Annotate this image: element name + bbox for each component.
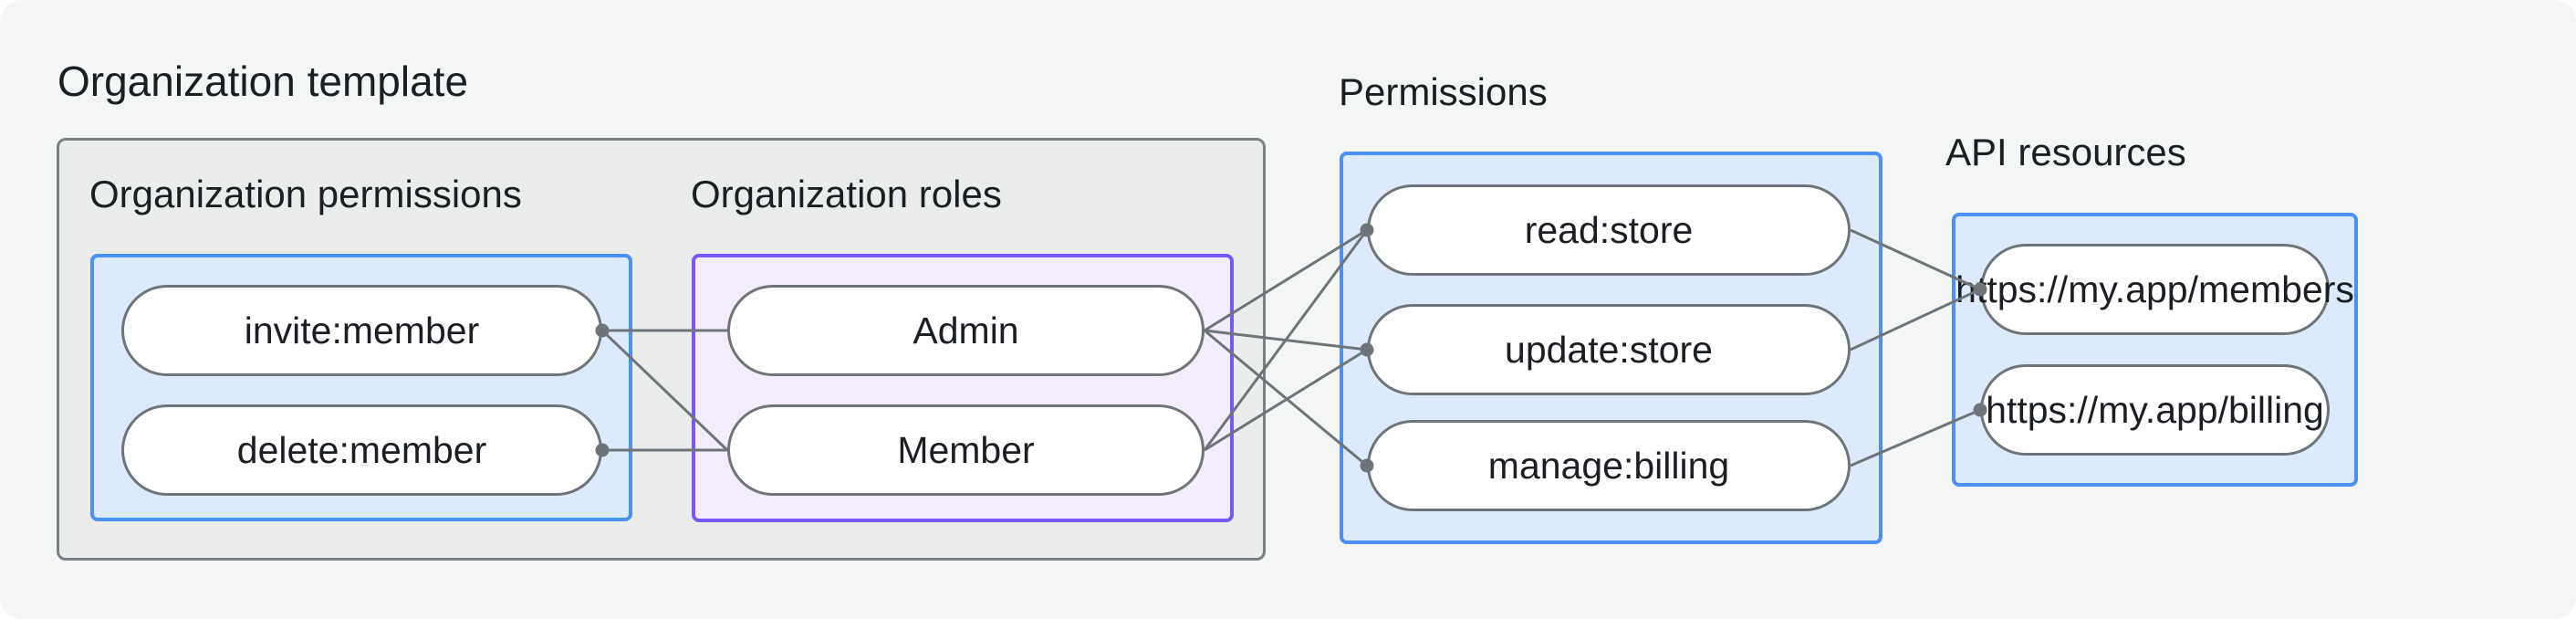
api-resources-heading: API resources (1945, 131, 2186, 173)
permissions-heading: Permissions (1339, 70, 1548, 113)
node-members-api: https://my.app/members (1955, 244, 2354, 335)
node-read: read:store (1367, 184, 1851, 276)
node-admin: Admin (727, 285, 1205, 376)
node-update: update:store (1367, 304, 1851, 395)
org-roles-heading: Organization roles (691, 173, 1002, 215)
node-invite: invite:member (121, 285, 602, 376)
diagram-title: Organization template (57, 58, 469, 105)
org-permissions-heading: Organization permissions (89, 173, 522, 215)
node-billing-api: https://my.app/billing (1980, 364, 2330, 456)
node-member: Member (727, 404, 1205, 496)
node-manage: manage:billing (1367, 420, 1851, 511)
node-delete: delete:member (121, 404, 602, 496)
